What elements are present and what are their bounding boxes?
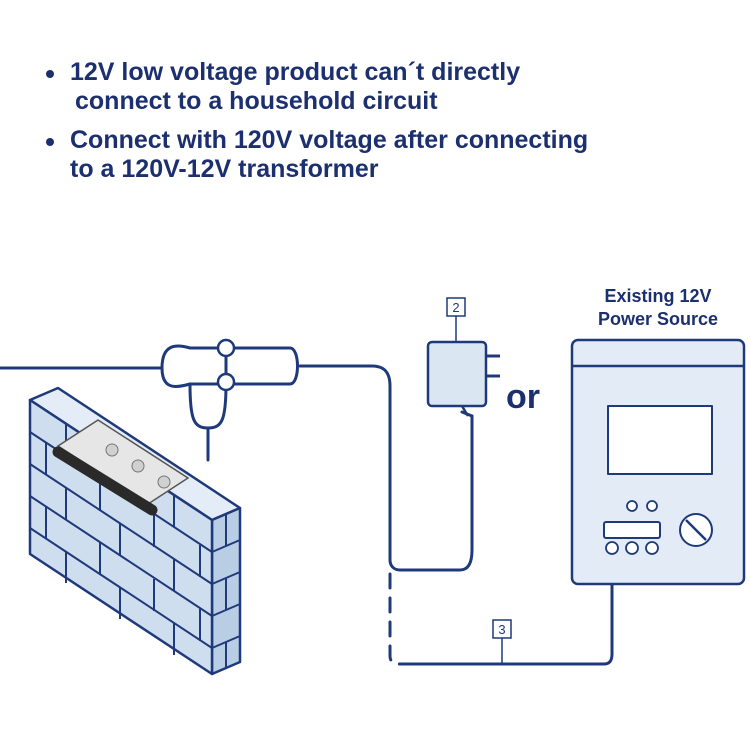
plug-adapter-icon [426,340,500,417]
junction-node-icon [216,338,236,358]
callout-2-label: 2 [452,300,459,315]
bullet-list: 12V low voltage product can´t directly c… [44,58,724,194]
bullet-item-low-voltage: 12V low voltage product can´t directly c… [44,58,724,116]
or-label: or [506,378,540,416]
bullet-item-transformer: Connect with 120V voltage after connecti… [44,126,724,184]
junction-node-icon [216,372,236,392]
power-source-box-icon [570,338,746,586]
bullet-1-line-2: connect to a household circuit [75,87,438,115]
bullet-1-line-1: 12V low voltage product can´t directly [70,58,521,86]
wire-loop-to-wall [188,346,228,462]
bullet-2-line-1: Connect with 120V voltage after connecti… [70,126,589,154]
wire-dashed-alternative [388,572,404,666]
callout-2-box [446,297,466,317]
bullet-dot-icon [46,70,54,78]
wire-splitter [160,344,299,388]
wire-main-run [298,364,474,572]
power-source-title-line-1: Existing 12V [604,286,711,306]
power-source-title-line-2: Power Source [598,309,718,329]
bullet-2-line-2: to a 120V-12V transformer [70,155,379,183]
callout-3-box [492,619,512,639]
bullet-dot-icon [46,138,54,146]
callout-3-label: 3 [498,622,505,637]
wire-power-source [400,582,614,666]
fixture-bar-icon [52,419,190,516]
